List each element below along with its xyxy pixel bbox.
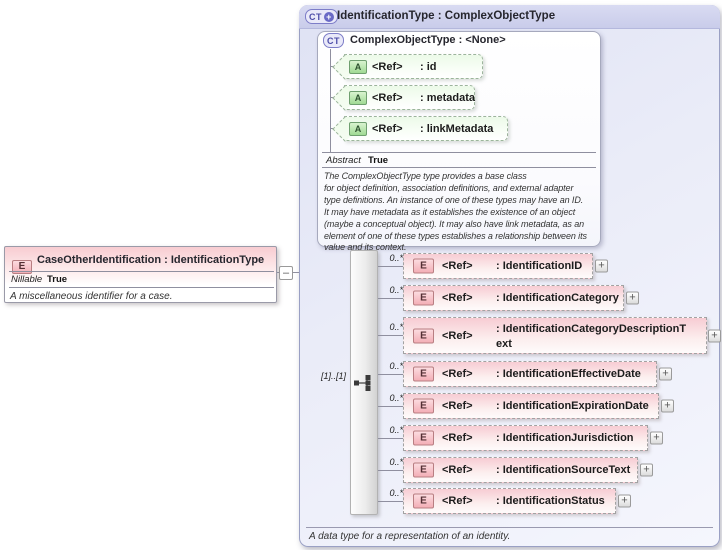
element-name: : IdentificationExpirationDate: [496, 400, 649, 412]
divider: [9, 287, 274, 288]
attribute-icon: A: [349, 59, 367, 74]
divider: [306, 527, 713, 528]
type-container-title: IdentificationType : ComplexObjectType: [337, 10, 556, 22]
attribute-name: : metadata: [420, 91, 476, 104]
multiplicity-label: 0..*: [389, 457, 403, 467]
connector-line: [378, 438, 403, 439]
ref-label: <Ref>: [442, 260, 473, 272]
element-name: : IdentificationJurisdiction: [496, 432, 634, 444]
element-name: : IdentificationCategoryDescriptionText: [496, 323, 687, 350]
attribute-tree-line: [330, 49, 331, 152]
element-name: : IdentificationEffectiveDate: [496, 368, 641, 380]
complex-type-icon: CT: [323, 33, 344, 48]
element-ref-identification-category-description-text[interactable]: E <Ref> : IdentificationCategoryDescript…: [403, 317, 721, 354]
connector-line: [378, 298, 403, 299]
element-ref-identification-jurisdiction[interactable]: E <Ref> : IdentificationJurisdiction +: [403, 425, 663, 451]
element-ref-identification-category[interactable]: E <Ref> : IdentificationCategory +: [403, 285, 639, 311]
element-ref-identification-expiration-date[interactable]: E <Ref> : IdentificationExpirationDate +: [403, 393, 674, 419]
element-name: : IdentificationSourceText: [496, 464, 631, 476]
ref-label: <Ref>: [442, 292, 473, 304]
expand-icon[interactable]: +: [640, 463, 653, 477]
ref-label: <Ref>: [442, 400, 473, 412]
element-icon: E: [413, 290, 434, 306]
abstract-label: Abstract: [326, 155, 361, 166]
element-name: : IdentificationID: [496, 260, 583, 272]
ref-label: <Ref>: [372, 122, 403, 135]
root-element-box[interactable]: E CaseOtherIdentification : Identificati…: [4, 246, 277, 303]
element-icon: E: [413, 398, 434, 414]
plus-circle-icon: +: [324, 11, 334, 22]
root-element-description: A miscellaneous identifier for a case.: [10, 291, 173, 302]
element-name: : IdentificationStatus: [496, 495, 605, 507]
ref-label: <Ref>: [442, 432, 473, 444]
attribute-ref-id[interactable]: A <Ref> : id: [344, 54, 483, 79]
element-ref-identification-status[interactable]: E <Ref> : IdentificationStatus +: [403, 488, 631, 514]
connector-line: [378, 335, 403, 336]
sequence-icon: [354, 375, 371, 391]
divider: [322, 167, 596, 168]
type-description: A data type for a representation of an i…: [309, 531, 511, 542]
base-type-title: ComplexObjectType : <None>: [350, 34, 506, 46]
ref-label: <Ref>: [442, 464, 473, 476]
multiplicity-label: 0..*: [389, 361, 403, 371]
base-type-description: The ComplexObjectType type provides a ba…: [324, 171, 587, 253]
divider: [9, 271, 274, 272]
nillable-value: True: [47, 274, 68, 285]
expand-icon[interactable]: +: [618, 494, 631, 508]
ct-badge-label: CT: [327, 35, 340, 46]
multiplicity-label: 0..*: [389, 285, 403, 295]
element-icon: E: [413, 258, 434, 274]
sequence-cardinality: [1]..[1]: [320, 371, 346, 381]
expand-icon[interactable]: +: [595, 259, 608, 273]
attribute-icon: A: [349, 90, 367, 105]
collapse-icon[interactable]: –: [279, 266, 293, 280]
ref-label: <Ref>: [442, 495, 473, 507]
expand-icon[interactable]: +: [650, 431, 663, 445]
expand-icon[interactable]: +: [626, 291, 639, 305]
ref-label: <Ref>: [372, 60, 403, 73]
multiplicity-label: 0..*: [389, 425, 403, 435]
element-ref-identification-source-text[interactable]: E <Ref> : IdentificationSourceText +: [403, 457, 653, 483]
ref-label: <Ref>: [372, 91, 403, 104]
ref-label: <Ref>: [442, 368, 473, 380]
abstract-value: True: [368, 155, 389, 166]
element-name: : IdentificationCategory: [496, 292, 619, 304]
expand-icon[interactable]: +: [661, 399, 674, 413]
element-ref-identification-effective-date[interactable]: E <Ref> : IdentificationEffectiveDate +: [403, 361, 672, 387]
element-icon: E: [413, 462, 434, 478]
expand-icon[interactable]: +: [708, 329, 721, 342]
attribute-icon: A: [349, 121, 367, 136]
attribute-name: : linkMetadata: [420, 122, 494, 135]
connector-line: [378, 406, 403, 407]
connector-line: [378, 374, 403, 375]
complex-type-global-icon: CT+: [305, 9, 338, 24]
nillable-label: Nillable: [11, 274, 43, 285]
expand-icon[interactable]: +: [659, 367, 672, 381]
ref-label: <Ref>: [442, 330, 473, 342]
element-icon: E: [413, 430, 434, 446]
connector-line: [378, 266, 403, 267]
connector-line: [378, 501, 403, 502]
root-element-title: CaseOtherIdentification : Identification…: [37, 254, 265, 266]
multiplicity-label: 0..*: [389, 488, 403, 498]
multiplicity-label: 0..*: [389, 322, 403, 332]
connector-line: [378, 470, 403, 471]
ct-badge-label: CT: [309, 11, 322, 22]
multiplicity-label: 0..*: [389, 393, 403, 403]
element-icon: E: [413, 328, 434, 343]
attribute-ref-link-metadata[interactable]: A <Ref> : linkMetadata: [344, 116, 508, 141]
attribute-ref-metadata[interactable]: A <Ref> : metadata: [344, 85, 475, 110]
element-icon: E: [413, 366, 434, 382]
type-container-header: [299, 5, 720, 29]
element-icon: E: [413, 493, 434, 509]
element-ref-identification-id[interactable]: E <Ref> : IdentificationID +: [403, 253, 608, 279]
element-icon: E: [12, 260, 32, 274]
divider: [322, 152, 596, 153]
attribute-name: : id: [420, 60, 437, 73]
multiplicity-label: 0..*: [389, 253, 403, 263]
